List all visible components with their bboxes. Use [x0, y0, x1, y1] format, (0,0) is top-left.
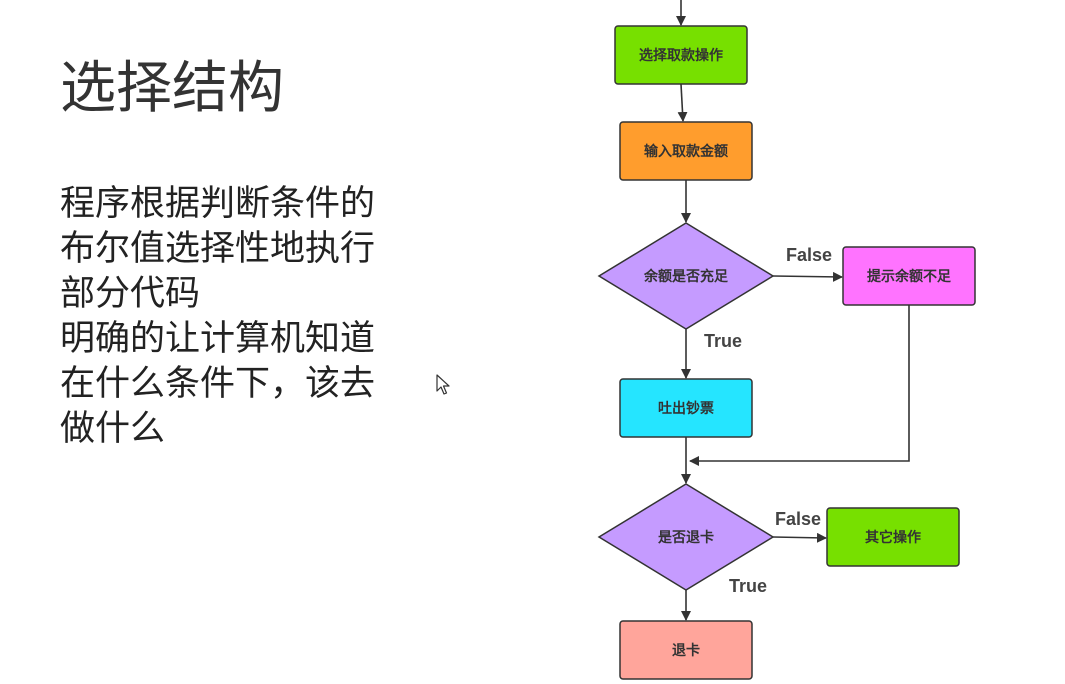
flow-node-other: 其它操作	[826, 507, 960, 567]
body-line: 部分代码	[60, 274, 201, 314]
process-box	[614, 25, 748, 85]
flow-node-label: 退卡	[672, 642, 700, 659]
edge-enough-to-warn	[772, 271, 843, 282]
process-box	[619, 378, 753, 438]
process-box	[842, 246, 976, 306]
decision-diamond	[597, 222, 775, 330]
flow-node-input: 输入取款金额	[619, 121, 753, 181]
body-line: 做什么	[60, 409, 166, 449]
process-box	[619, 121, 753, 181]
body-line: 明确的让计算机知道	[60, 319, 376, 359]
edge-warn-to-eject	[689, 305, 910, 466]
flow-node-label: 其它操作	[865, 529, 921, 546]
flow-node-label: 提示余额不足	[867, 268, 952, 285]
flow-node-label: 吐出钞票	[658, 400, 714, 417]
body-line: 程序根据判断条件的	[60, 184, 376, 224]
process-box	[619, 620, 753, 680]
flow-node-cash: 吐出钞票	[619, 378, 753, 438]
edge-label-eject-to-card: True	[729, 576, 767, 596]
flow-node-label: 是否退卡	[658, 529, 714, 546]
flow-node-card: 退卡	[619, 620, 753, 680]
edge-select-to-input	[677, 83, 688, 122]
body-line: 在什么条件下，该去	[60, 364, 376, 404]
flow-node-enough: 余额是否充足	[597, 222, 775, 330]
mouse-cursor-icon	[436, 374, 450, 395]
edge-label-enough-to-warn: False	[786, 245, 832, 265]
edge-label-eject-to-other: False	[775, 509, 821, 529]
flow-node-eject: 是否退卡	[597, 483, 775, 591]
flow-node-warn: 提示余额不足	[842, 246, 976, 306]
flow-node-label: 选择取款操作	[639, 47, 723, 64]
flow-node-label: 输入取款金额	[644, 143, 728, 160]
slide-body: 程序根据判断条件的 布尔值选择性地执行 部分代码 明确的让计算机知道 在什么条件…	[60, 182, 420, 452]
edge-label-enough-to-cash: True	[704, 331, 742, 351]
decision-diamond	[597, 483, 775, 591]
edges-layer	[676, 0, 910, 621]
body-line: 布尔值选择性地执行	[60, 229, 376, 269]
slide-title: 选择结构	[60, 56, 284, 121]
edge-eject-to-other	[772, 532, 827, 543]
flow-node-select: 选择取款操作	[614, 25, 748, 85]
flow-node-label: 余额是否充足	[643, 268, 729, 285]
process-box	[826, 507, 960, 567]
